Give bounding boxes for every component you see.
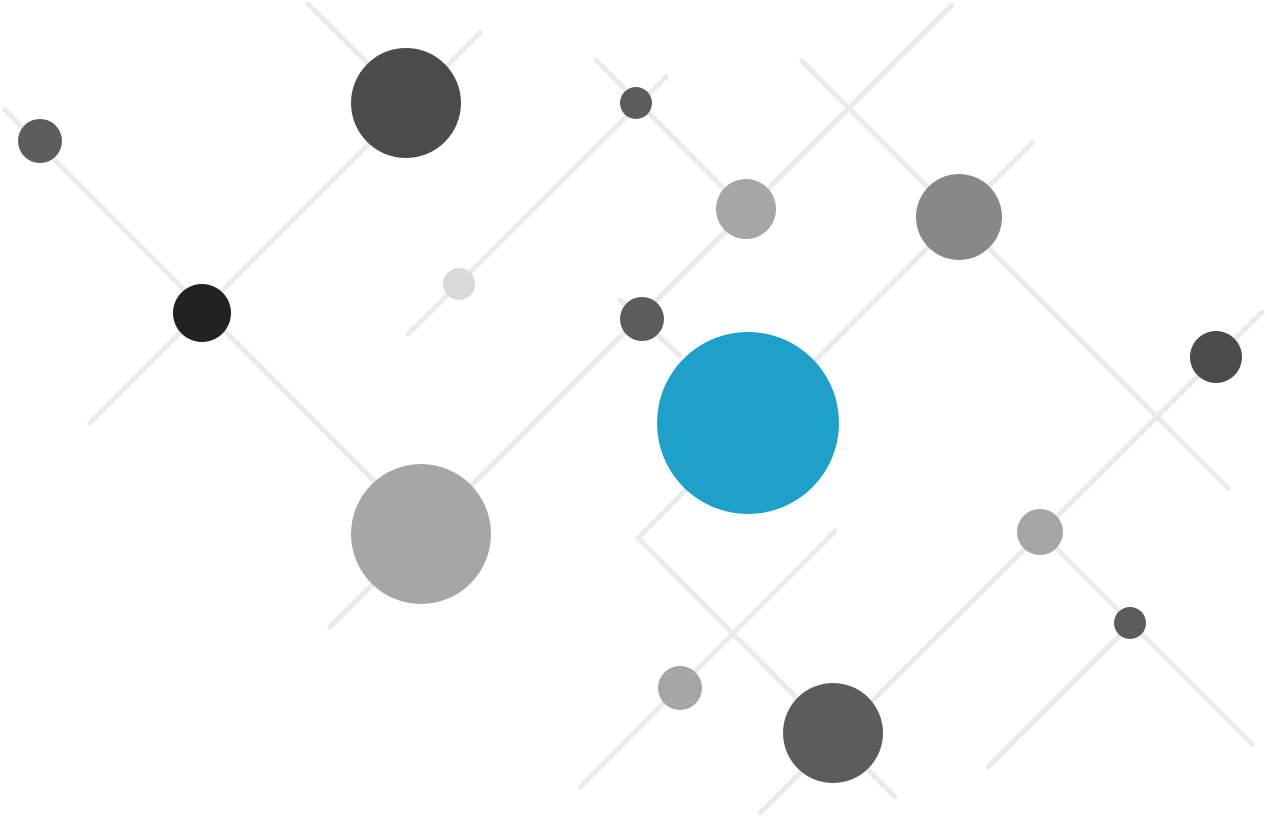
node-6-circle <box>620 87 652 119</box>
node-3-circle <box>173 284 231 342</box>
node-15-circle <box>783 683 883 783</box>
node-9-circle <box>657 332 839 514</box>
node-2-circle <box>351 48 461 158</box>
connector-line-8 <box>799 58 1231 491</box>
node-12-circle <box>1017 509 1063 555</box>
node-8-circle <box>620 297 664 341</box>
node-5-circle <box>443 268 475 300</box>
node-circles <box>18 48 1242 783</box>
connector-line-14 <box>985 622 1133 770</box>
node-4-circle <box>351 464 491 604</box>
node-10-circle <box>916 174 1002 260</box>
connector-line-13 <box>1037 529 1255 747</box>
node-14-circle <box>658 666 702 710</box>
node-7-circle <box>716 179 776 239</box>
node-11-circle <box>1190 331 1242 383</box>
connector-line-11 <box>577 528 838 790</box>
node-1-circle <box>18 119 62 163</box>
node-13-circle <box>1114 607 1146 639</box>
